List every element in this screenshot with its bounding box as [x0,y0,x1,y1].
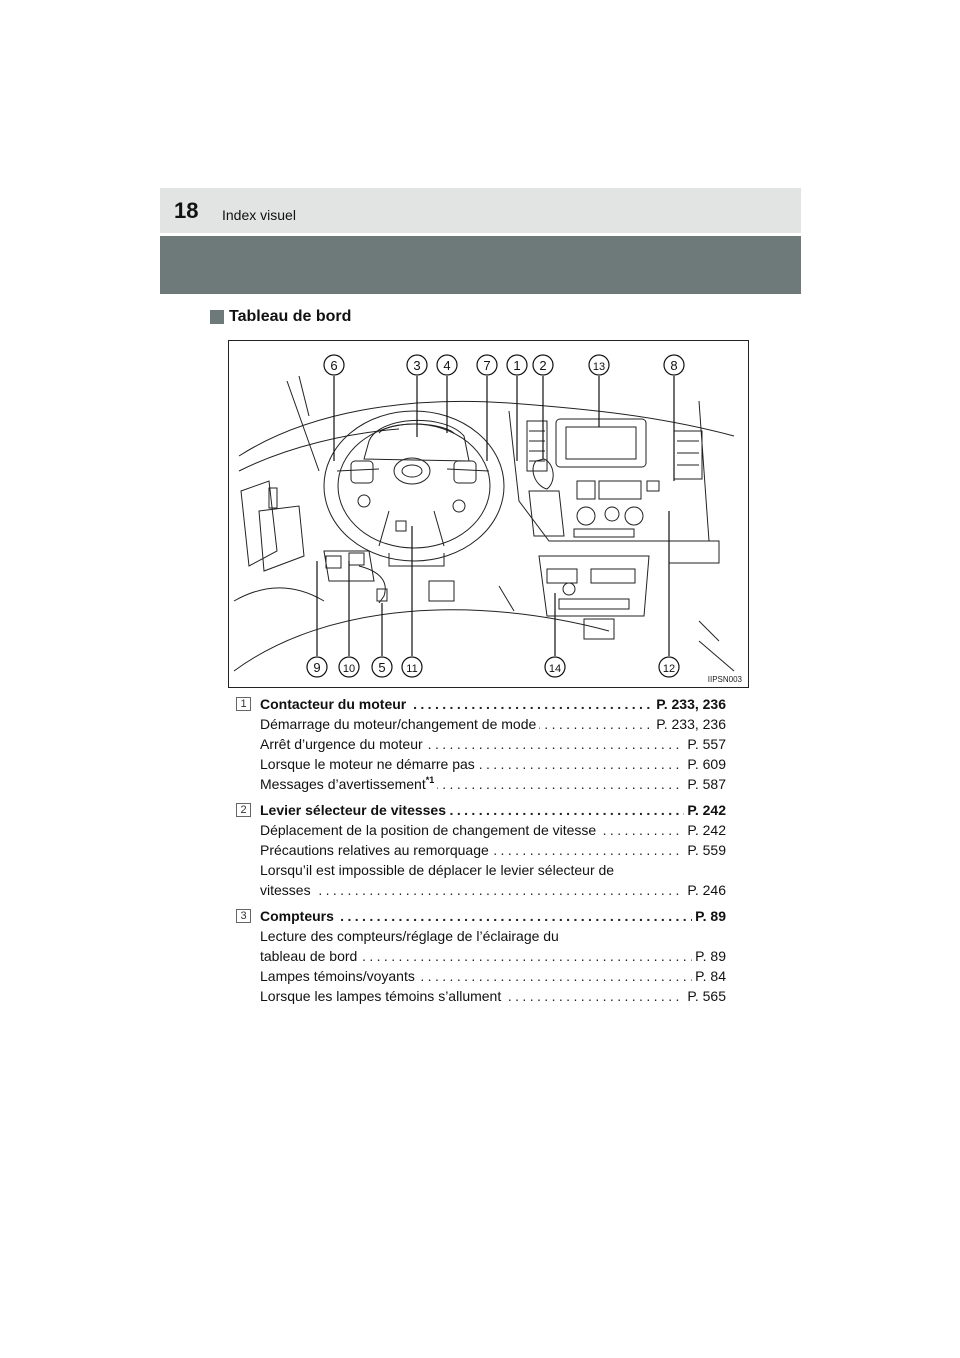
section-title: Index visuel [222,207,296,223]
subsection-heading: Tableau de bord [210,308,351,326]
dashboard-illustration: 6 3 4 7 1 2 13 8 9 10 5 11 14 12 IIPSN00… [228,340,749,688]
page-reference: P. 246 [684,880,726,900]
list-item: 3 ......................................… [236,906,726,1006]
page-reference: P. 89 [692,906,726,926]
callout-6: 6 [323,354,345,376]
callout-10: 10 [338,656,360,678]
callout-1: 1 [506,354,528,376]
entry-title: Compteurs [260,906,337,926]
entry-line: ........................................… [260,966,726,986]
svg-text:4: 4 [443,358,450,373]
svg-text:8: 8 [670,358,677,373]
svg-text:2: 2 [539,358,546,373]
svg-text:7: 7 [483,358,490,373]
callout-11: 11 [401,656,423,678]
svg-text:1: 1 [513,358,520,373]
entry-line: Lecture des compteurs/réglage de l’éclai… [260,926,726,946]
callout-12: 12 [658,656,680,678]
page-reference: P. 557 [684,734,726,754]
page-reference: P. 565 [684,986,726,1006]
page-reference: P. 609 [684,754,726,774]
header-band [160,236,801,294]
entry-line: ........................................… [260,734,726,754]
subsection-title: Tableau de bord [229,308,352,325]
entry-number: 1 [236,697,251,711]
callout-14: 14 [544,656,566,678]
svg-text:9: 9 [313,660,320,675]
dashboard-drawing: 6 3 4 7 1 2 13 8 9 10 5 11 14 12 [233,354,735,678]
callout-5: 5 [371,656,393,678]
entry-line: ........................................… [260,986,726,1006]
entry-line: ........................................… [260,946,726,966]
entry-number: 3 [236,909,251,923]
footnote-marker: *1 [425,775,435,785]
page-reference: P. 242 [684,820,726,840]
entry-line: ........................................… [260,754,726,774]
heading-square-icon [210,310,224,324]
svg-text:13: 13 [593,361,605,373]
page-header-bar [160,188,801,233]
page-reference: P. 559 [684,840,726,860]
svg-text:6: 6 [330,358,337,373]
entry-line: Lorsqu’il est impossible de déplacer le … [260,860,726,880]
entry-line: ........................................… [260,880,726,900]
callout-2: 2 [532,354,554,376]
entry-title-line: ........................................… [260,906,726,926]
entry-line: ........................................… [260,820,726,840]
page-reference: P. 233, 236 [653,714,726,734]
entry-line: ........................................… [260,840,726,860]
page-reference: P. 89 [692,946,726,966]
entry-list: 1 ......................................… [236,694,726,1012]
svg-text:10: 10 [343,663,355,675]
entry-title: Levier sélecteur de vitesses [260,800,450,820]
entry-number: 2 [236,803,251,817]
callout-4: 4 [436,354,458,376]
svg-text:3: 3 [413,358,420,373]
page-reference: P. 242 [684,800,726,820]
entry-line: ........................................… [260,714,726,734]
callout-7: 7 [476,354,498,376]
page-reference: P. 84 [692,966,726,986]
entry-line: ........................................… [260,774,726,794]
entry-title-line: ........................................… [260,694,726,714]
callout-13: 13 [588,354,610,376]
callout-9: 9 [306,656,328,678]
page-reference: P. 233, 236 [653,694,726,714]
svg-text:5: 5 [378,660,385,675]
list-item: 1 ......................................… [236,694,726,794]
callout-8: 8 [663,354,685,376]
entry-title: Contacteur du moteur [260,694,410,714]
svg-text:12: 12 [663,663,675,675]
entry-title-line: ........................................… [260,800,726,820]
svg-text:11: 11 [406,663,417,675]
page-reference: P. 587 [684,774,726,794]
figure-code: IIPSN003 [707,675,742,684]
page-number: 18 [174,198,199,223]
callout-3: 3 [406,354,428,376]
svg-text:14: 14 [549,663,561,675]
list-item: 2 ......................................… [236,800,726,900]
